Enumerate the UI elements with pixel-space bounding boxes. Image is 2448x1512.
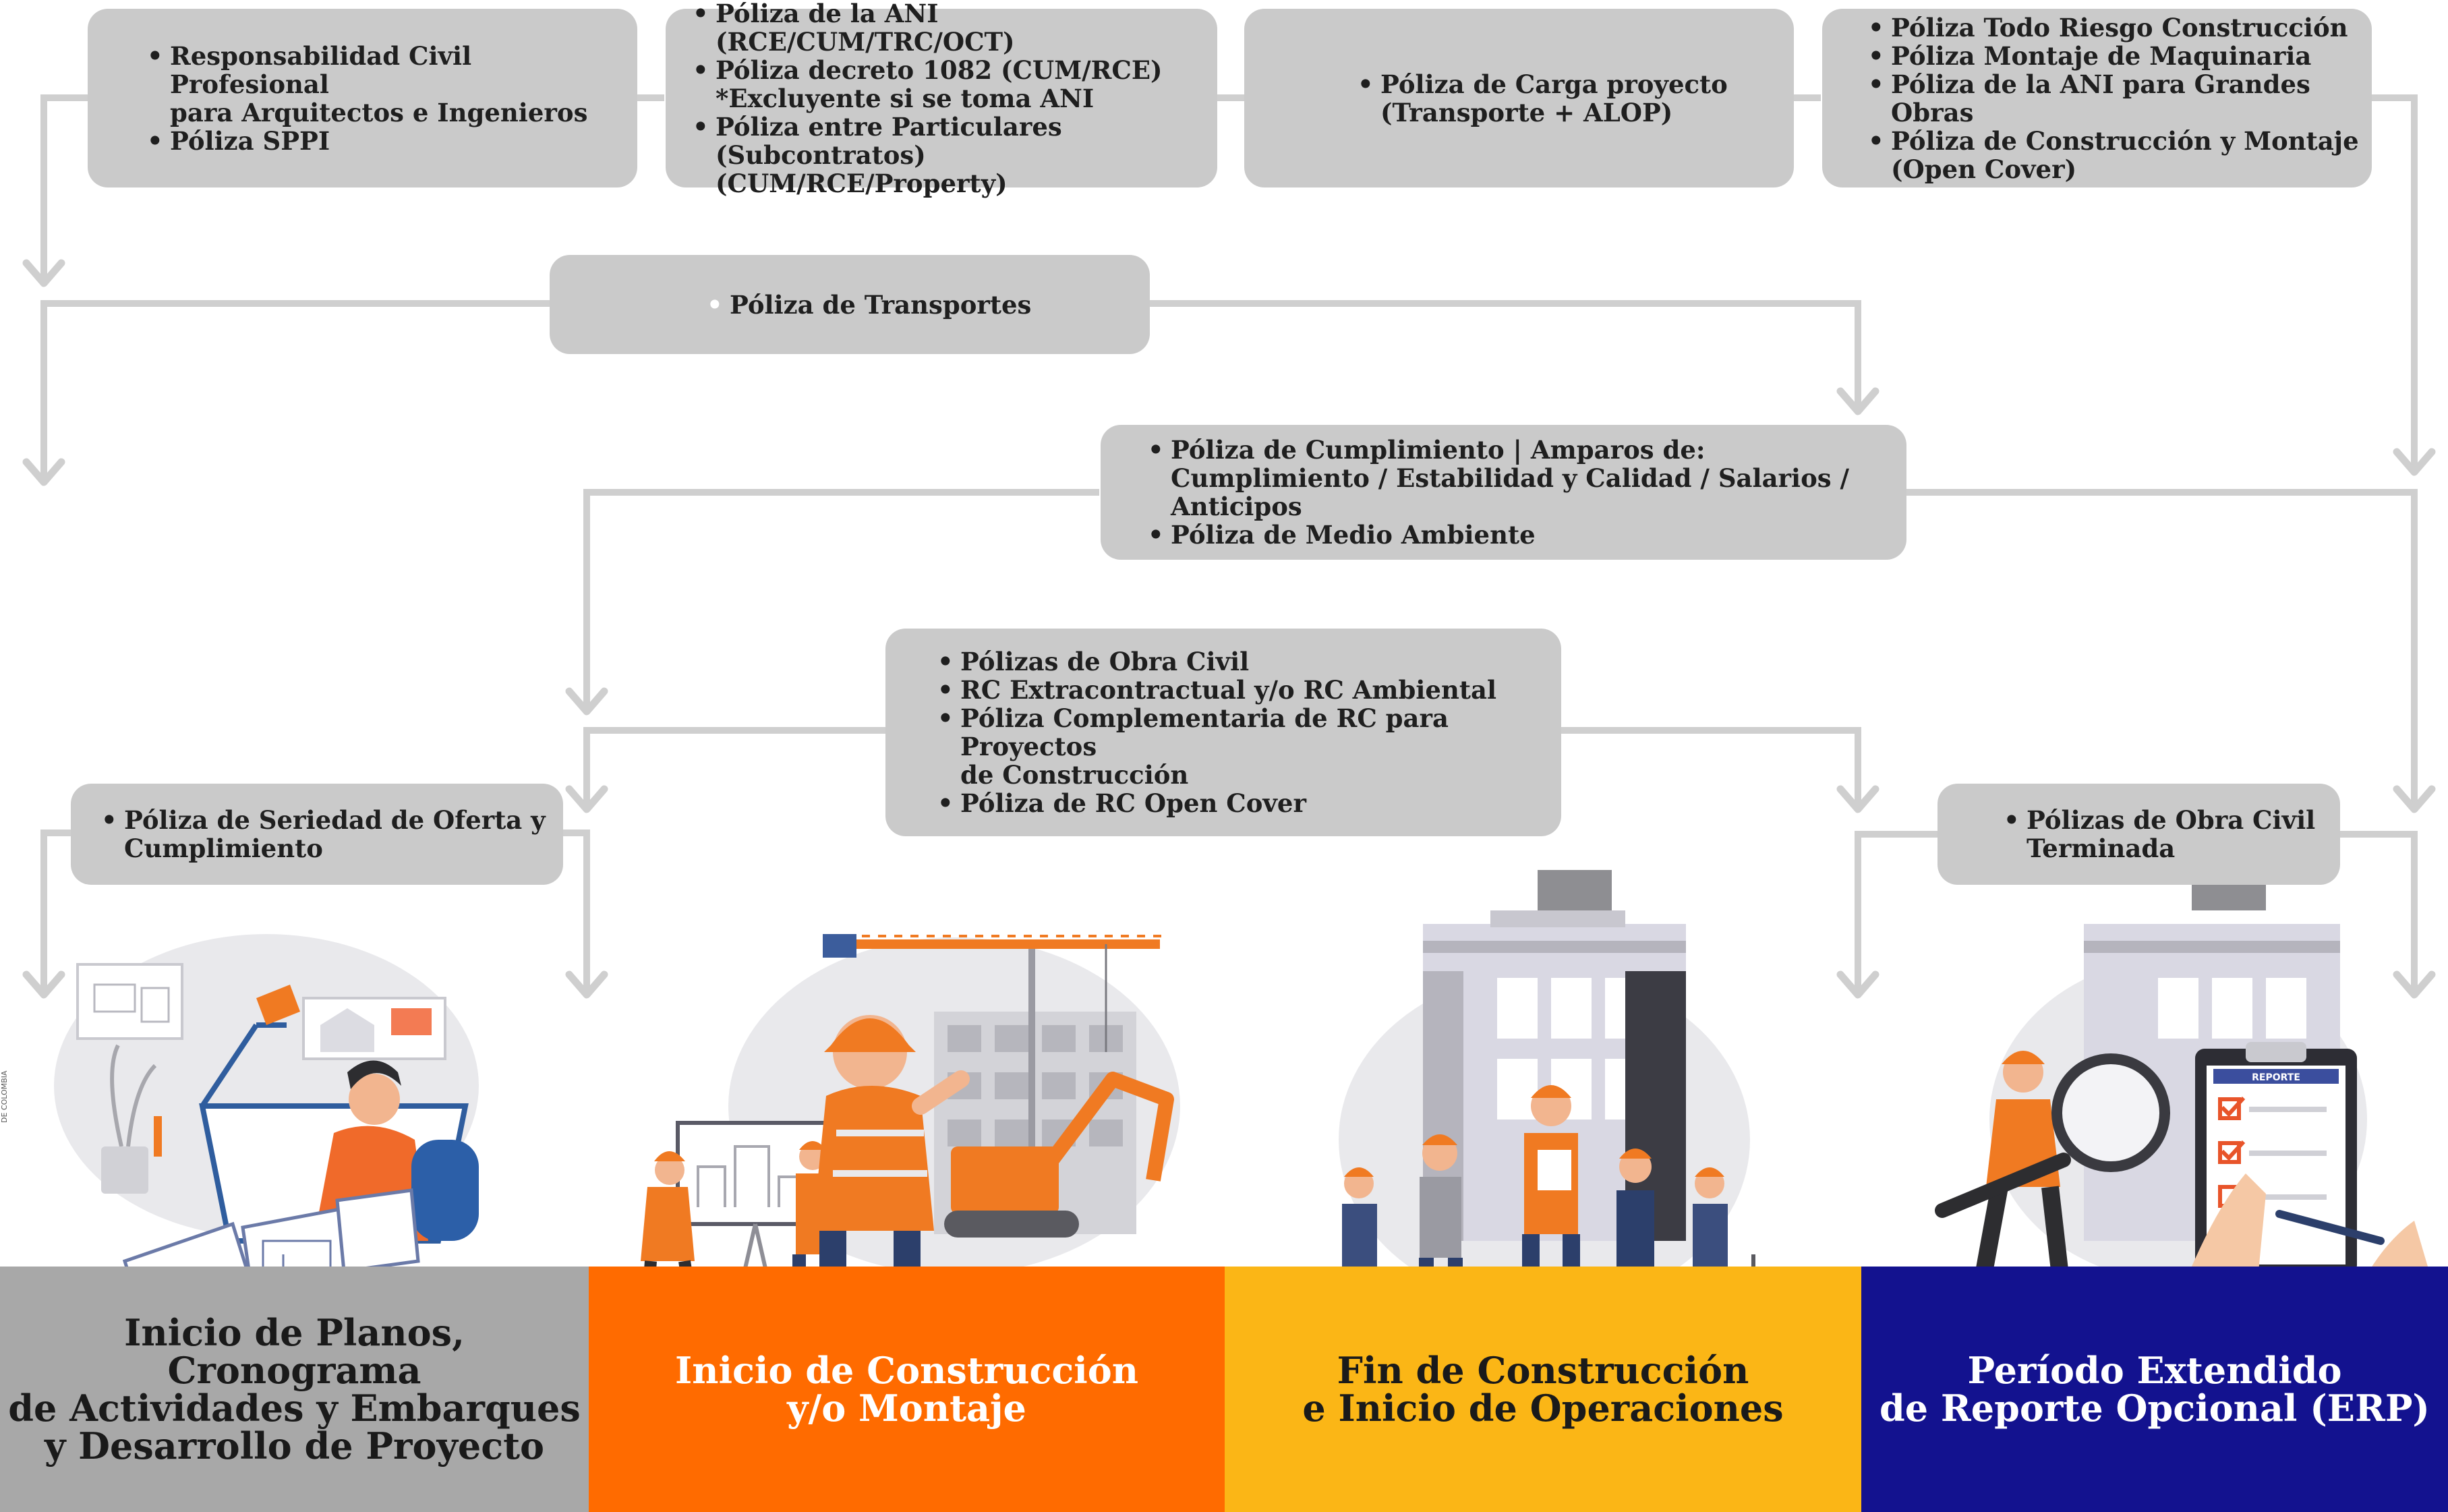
- stage-label: Inicio de Construcción y/o Montaje: [674, 1349, 1139, 1430]
- bullet-item: RC Extracontractual y/o RC Ambiental: [937, 676, 1561, 704]
- bullet-item: Póliza de Transportes: [707, 291, 1031, 319]
- bullet-item: Póliza de la ANI para Grandes Obras: [1868, 70, 2372, 127]
- bullet-item: Póliza SPPI: [147, 127, 637, 155]
- construction-illustration: [638, 934, 1180, 1350]
- bullet-item: Póliza Todo Riesgo Construcción: [1868, 13, 2372, 42]
- bullet-item: Póliza Complementaria de RC para Proyect…: [937, 704, 1561, 789]
- box-cargo-policy: Póliza de Carga proyecto (Transporte + A…: [1244, 9, 1794, 187]
- box-bid-bond-policy: Póliza de Seriedad de Oferta y Cumplimie…: [71, 784, 563, 885]
- bullet-item: Póliza de Cumplimiento | Amparos de: Cum…: [1148, 436, 1906, 521]
- box-contract-policies: Póliza de la ANI (RCE/CUM/TRC/OCT) Póliz…: [666, 0, 1217, 198]
- building-team-illustration: [1339, 870, 1755, 1359]
- stage-label: Período Extendido de Reporte Opcional (E…: [1879, 1349, 2430, 1430]
- inspection-illustration: REPORTE: [1935, 870, 2448, 1337]
- stage-planning: Inicio de Planos, Cronograma de Activida…: [0, 1267, 589, 1512]
- box-compliance-policy: Póliza de Cumplimiento | Amparos de: Cum…: [1101, 425, 1906, 560]
- clipboard-heading: REPORTE: [2252, 1072, 2300, 1083]
- stage-label: Fin de Construcción e Inicio de Operacio…: [1302, 1349, 1784, 1430]
- stage-label: Inicio de Planos, Cronograma de Activida…: [8, 1311, 581, 1467]
- box-civil-works-policies: Pólizas de Obra Civil RC Extracontractua…: [885, 629, 1561, 836]
- bullet-item: Póliza de RC Open Cover: [937, 789, 1561, 817]
- bullet-item: Póliza entre Particulares (Subcontratos)…: [693, 113, 1217, 198]
- bullet-item: Pólizas de Obra Civil: [937, 647, 1561, 676]
- bullet-item: Póliza de Carga proyecto (Transporte + A…: [1358, 70, 1728, 127]
- bullet-item: Póliza de Medio Ambiente: [1148, 521, 1906, 549]
- bullet-item: Pólizas de Obra Civil Terminada: [2004, 806, 2315, 863]
- stage-construction-end: Fin de Construcción e Inicio de Operacio…: [1225, 1267, 1861, 1512]
- stage-construction-start: Inicio de Construcción y/o Montaje: [589, 1267, 1225, 1512]
- box-professional-liability: Responsabilidad Civil Profesional para A…: [88, 9, 637, 187]
- bullet-item: Responsabilidad Civil Profesional para A…: [147, 42, 637, 127]
- box-completed-works-policy: Pólizas de Obra Civil Terminada: [1937, 784, 2340, 885]
- bullet-item: Póliza de la ANI (RCE/CUM/TRC/OCT): [693, 0, 1217, 56]
- stage-extended-reporting: Período Extendido de Reporte Opcional (E…: [1861, 1267, 2448, 1512]
- connector-lines: [40, 94, 2418, 995]
- bullet-item: Póliza de Construcción y Montaje (Open C…: [1868, 127, 2372, 183]
- bullet-item: Póliza de Seriedad de Oferta y Cumplimie…: [101, 806, 546, 863]
- box-transport-policy: Póliza de Transportes: [550, 255, 1150, 354]
- side-mark: DE COLOMBIA: [0, 1070, 9, 1123]
- bullet-item: Póliza Montaje de Maquinaria: [1868, 42, 2372, 70]
- box-construction-all-risk: Póliza Todo Riesgo Construcción Póliza M…: [1822, 9, 2372, 187]
- bullet-item: Póliza decreto 1082 (CUM/RCE) *Excluyent…: [693, 56, 1217, 113]
